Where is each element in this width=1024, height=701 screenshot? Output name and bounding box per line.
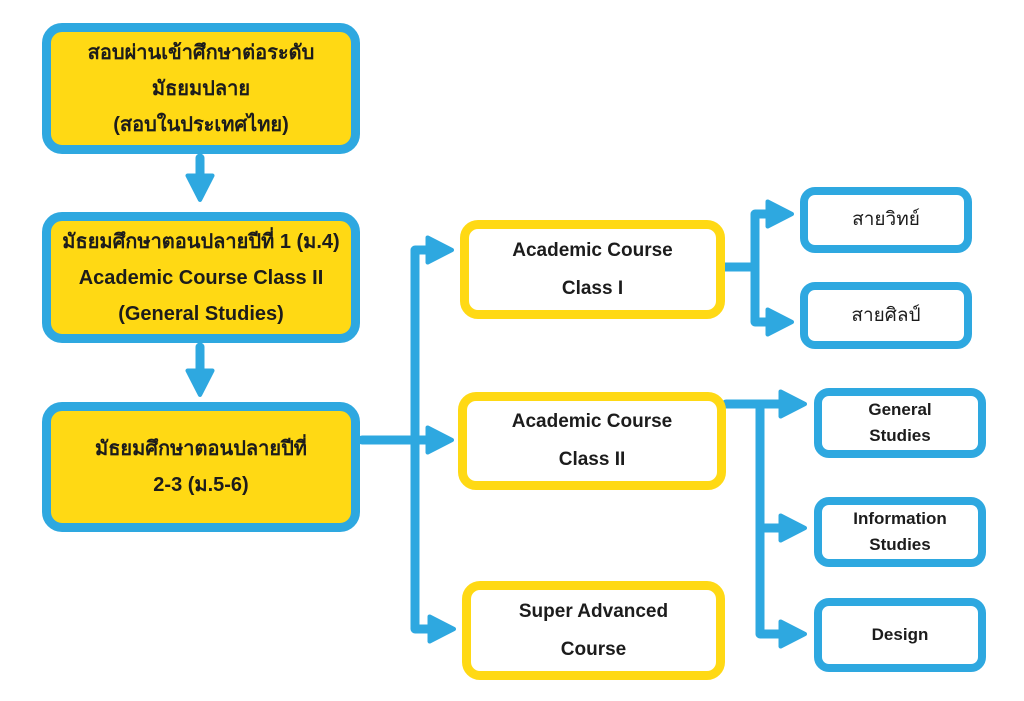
node-science-track: สายวิทย์ (800, 187, 972, 253)
node-information-studies: Information Studies (814, 497, 986, 567)
node-general-studies-label: General Studies (868, 400, 932, 445)
arrow-m56-to-class1 (410, 235, 455, 445)
node-m5-6: มัธยมศึกษาตอนปลายปีที่ 2-3 (ม.5-6) (42, 402, 360, 532)
node-arts-track: สายศิลป์ (800, 282, 972, 349)
arrow-class1-to-arts (750, 262, 795, 337)
arrow-class2-to-design (755, 399, 808, 649)
node-m4-academic-class2: มัธยมศึกษาตอนปลายปีที่ 1 (ม.4) Academic … (42, 212, 360, 343)
node-entry-exam: สอบผ่านเข้าศึกษาต่อระดับ มัธยมปลาย (สอบใ… (42, 23, 360, 154)
arrow-m56-to-super-advanced (410, 435, 457, 644)
node-general-studies: General Studies (814, 388, 986, 458)
node-super-advanced-course: Super Advanced Course (462, 581, 725, 680)
node-super-advanced-label: Super Advanced Course (518, 600, 669, 660)
node-design: Design (814, 598, 986, 672)
node-design-label: Design (871, 625, 929, 644)
node-arts-track-label: สายศิลป์ (851, 304, 921, 326)
node-entry-exam-label: สอบผ่านเข้าศึกษาต่อระดับ มัธยมปลาย (สอบใ… (87, 41, 315, 136)
node-m4-label: มัธยมศึกษาตอนปลายปีที่ 1 (ม.4) Academic … (62, 230, 340, 325)
node-information-studies-label: Information Studies (853, 509, 947, 554)
arrow-class2-to-information (755, 399, 808, 543)
node-science-track-label: สายวิทย์ (852, 209, 920, 230)
node-m5-6-label: มัธยมศึกษาตอนปลายปีที่ 2-3 (ม.5-6) (95, 438, 307, 496)
node-academic-course-class-2: Academic Course Class II (458, 392, 726, 490)
node-academic-course-class-1: Academic Course Class I (460, 220, 725, 319)
arrow-class1-to-science (750, 199, 795, 272)
node-class2-label: Academic Course Class II (511, 411, 673, 470)
node-class1-label: Academic Course Class I (512, 239, 673, 299)
